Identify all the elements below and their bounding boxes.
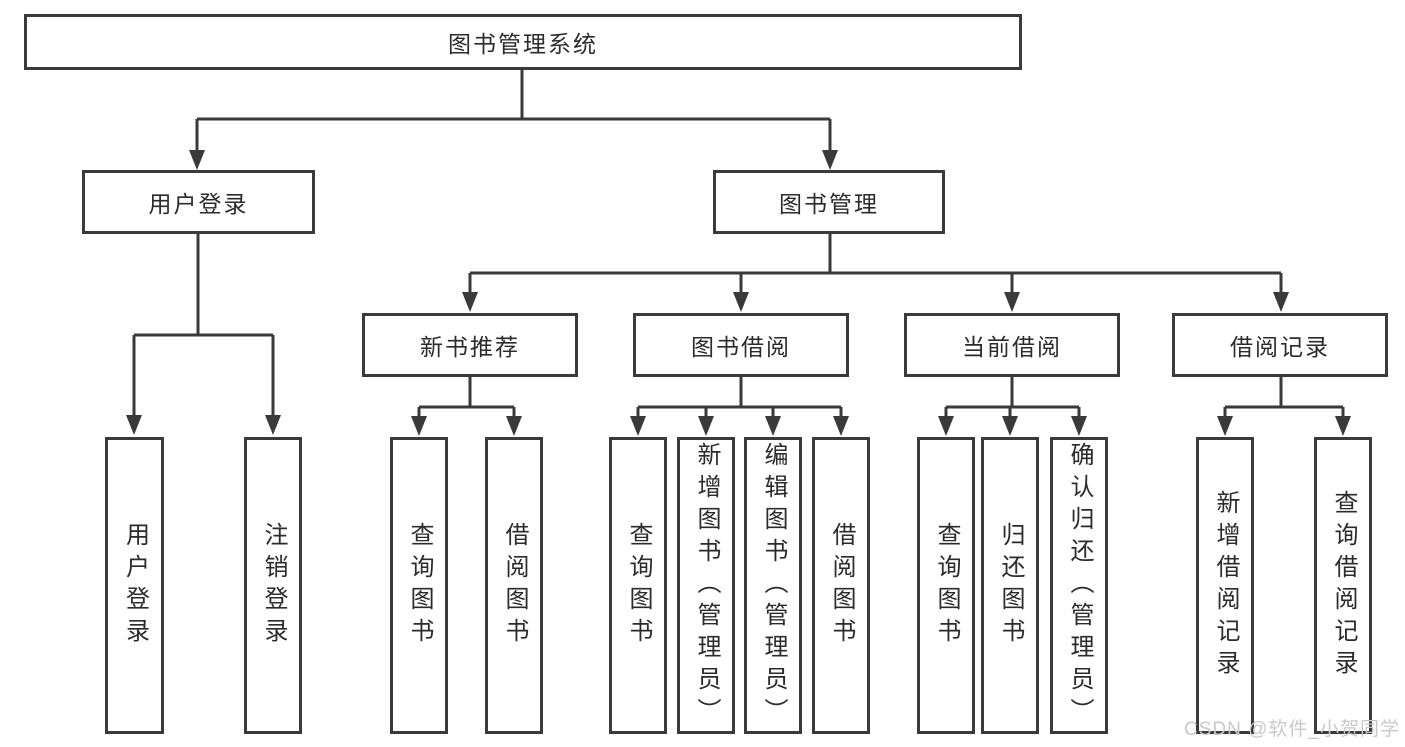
node-borrow-record: 借阅记录 — [1172, 313, 1388, 377]
leaf-confirm-return-admin-label: 确认归还（管理员） — [1066, 441, 1093, 730]
leaf-add-borrow-record: 新增借阅记录 — [1196, 437, 1254, 734]
leaf-return-books-label: 归还图书 — [997, 521, 1024, 650]
leaf-query-books-recommend: 查询图书 — [390, 437, 448, 734]
leaf-borrow-books-borrow: 借阅图书 — [812, 437, 870, 734]
node-user-login-label: 用户登录 — [148, 191, 249, 217]
node-current-borrow: 当前借阅 — [904, 313, 1120, 377]
leaf-add-borrow-record-label: 新增借阅记录 — [1212, 489, 1239, 682]
connector-arrowheads — [126, 150, 1351, 436]
leaf-borrow-books-borrow-label: 借阅图书 — [828, 521, 855, 650]
leaf-query-books-recommend-label: 查询图书 — [406, 521, 433, 650]
leaf-confirm-return-admin: 确认归还（管理员） — [1050, 437, 1108, 734]
node-root: 图书管理系统 — [24, 14, 1022, 70]
leaf-edit-books-admin: 编辑图书（管理员） — [744, 437, 802, 734]
leaf-borrow-books-recommend: 借阅图书 — [485, 437, 543, 734]
node-root-label: 图书管理系统 — [448, 31, 598, 57]
leaf-borrow-books-recommend-label: 借阅图书 — [501, 521, 528, 650]
node-book-borrow-label: 图书借阅 — [691, 334, 791, 360]
node-book-management-label: 图书管理 — [779, 191, 879, 217]
node-user-login: 用户登录 — [82, 170, 315, 234]
leaf-query-books-current: 查询图书 — [917, 437, 975, 734]
leaf-query-books-current-label: 查询图书 — [933, 521, 960, 650]
node-new-book-recommend: 新书推荐 — [362, 313, 578, 377]
leaf-logout-label: 注销登录 — [260, 521, 287, 650]
node-book-borrow: 图书借阅 — [633, 313, 849, 377]
node-borrow-record-label: 借阅记录 — [1230, 334, 1330, 360]
leaf-logout: 注销登录 — [244, 437, 302, 734]
leaf-add-books-admin: 新增图书（管理员） — [677, 437, 735, 734]
leaf-query-books-borrow-label: 查询图书 — [625, 521, 652, 650]
node-new-book-recommend-label: 新书推荐 — [420, 334, 520, 360]
csdn-watermark: CSDN @软件_小贺同学 — [1184, 719, 1400, 740]
leaf-query-books-borrow: 查询图书 — [609, 437, 667, 734]
leaf-return-books: 归还图书 — [981, 437, 1039, 734]
leaf-add-books-admin-label: 新增图书（管理员） — [693, 441, 720, 730]
node-current-borrow-label: 当前借阅 — [962, 334, 1062, 360]
leaf-query-borrow-record-label: 查询借阅记录 — [1330, 489, 1357, 682]
node-book-management: 图书管理 — [713, 170, 945, 234]
leaf-edit-books-admin-label: 编辑图书（管理员） — [760, 441, 787, 730]
leaf-user-login: 用户登录 — [105, 437, 164, 734]
leaf-query-borrow-record: 查询借阅记录 — [1314, 437, 1372, 734]
leaf-user-login-label: 用户登录 — [121, 521, 149, 650]
